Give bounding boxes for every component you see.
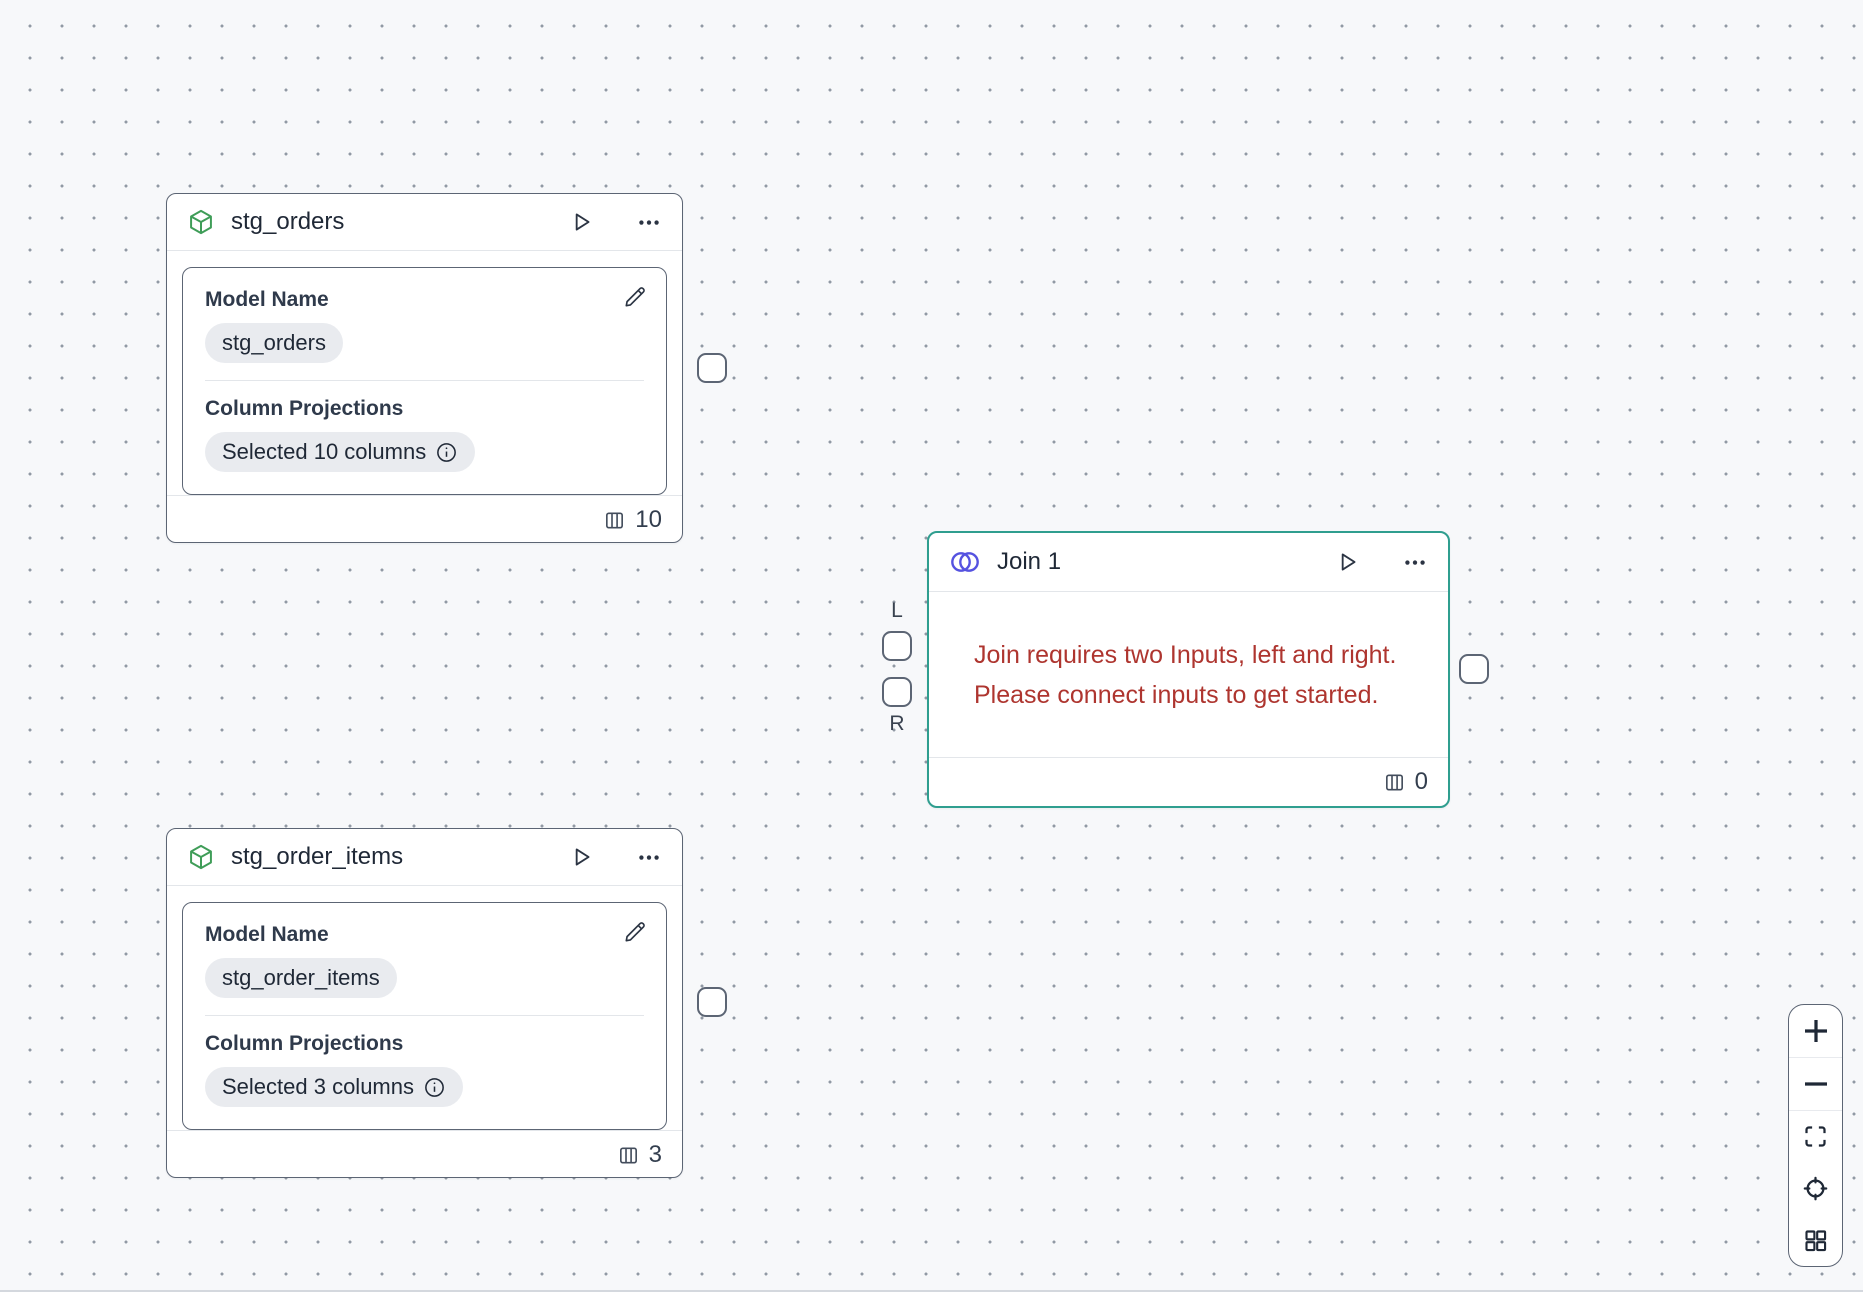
join-left-input-port[interactable] xyxy=(882,631,912,661)
column-projections-label: Column Projections xyxy=(205,1032,404,1055)
fit-view-button[interactable] xyxy=(1789,1109,1842,1163)
node-more-button[interactable] xyxy=(1402,549,1428,575)
column-projections-chip[interactable]: Selected 10 columns xyxy=(205,432,476,472)
join-right-input-port[interactable] xyxy=(882,677,912,707)
columns-icon xyxy=(1383,771,1406,794)
node-header: stg_orders xyxy=(167,194,682,251)
join-error-line1: Join requires two Inputs, left and right… xyxy=(974,640,1397,669)
model-cube-icon xyxy=(187,208,215,236)
model-name-chip: stg_orders xyxy=(205,323,343,363)
model-name-value: stg_orders xyxy=(222,330,326,355)
node-more-button[interactable] xyxy=(636,844,662,870)
node-header: stg_order_items xyxy=(167,829,682,886)
run-node-button[interactable] xyxy=(1334,549,1360,575)
grid-layout-button[interactable] xyxy=(1789,1214,1842,1266)
column-count: 0 xyxy=(1414,768,1428,795)
node-stg-orders[interactable]: stg_orders Model Name xyxy=(166,193,683,543)
run-node-button[interactable] xyxy=(568,844,594,870)
node-more-button[interactable] xyxy=(636,209,662,235)
join-venn-icon xyxy=(949,549,981,575)
run-node-button[interactable] xyxy=(568,209,594,235)
join-output-port[interactable] xyxy=(1459,654,1489,684)
node-config-card: Model Name stg_orders Column Projections… xyxy=(182,267,667,495)
column-count: 10 xyxy=(635,506,662,533)
join-error-body: Join requires two Inputs, left and right… xyxy=(929,592,1448,757)
node-footer: 10 xyxy=(167,495,682,544)
node-title: stg_orders xyxy=(231,208,345,235)
node-config-card: Model Name stg_order_items Column Projec… xyxy=(182,902,667,1130)
node-title: Join 1 xyxy=(997,548,1062,575)
node-footer: 3 xyxy=(167,1130,682,1179)
edit-icon[interactable] xyxy=(623,919,648,944)
model-name-chip: stg_order_items xyxy=(205,958,397,998)
node-join-1[interactable]: Join 1 Join requires two Inputs, left an… xyxy=(927,531,1450,808)
model-cube-icon xyxy=(187,843,215,871)
node-header: Join 1 xyxy=(929,533,1448,592)
zoom-in-button[interactable] xyxy=(1789,1005,1842,1057)
stg-order-items-output-port[interactable] xyxy=(697,987,727,1017)
join-right-port-label: R xyxy=(889,712,905,735)
column-projections-chip[interactable]: Selected 3 columns xyxy=(205,1067,463,1107)
join-left-port-label: L xyxy=(891,599,903,622)
columns-icon xyxy=(603,509,626,532)
canvas-controls-panel xyxy=(1788,1004,1843,1267)
model-name-label: Model Name xyxy=(205,923,329,946)
model-name-value: stg_order_items xyxy=(222,965,380,990)
edit-icon[interactable] xyxy=(623,284,648,309)
info-icon[interactable] xyxy=(435,441,458,464)
node-footer: 0 xyxy=(929,757,1448,806)
projections-value: Selected 3 columns xyxy=(222,1074,414,1099)
join-error-line2: Please connect inputs to get started. xyxy=(974,680,1379,709)
column-count: 3 xyxy=(648,1141,662,1168)
zoom-out-button[interactable] xyxy=(1789,1056,1842,1110)
info-icon[interactable] xyxy=(423,1076,446,1099)
node-title: stg_order_items xyxy=(231,843,404,870)
divider xyxy=(205,1015,644,1016)
locate-button[interactable] xyxy=(1789,1162,1842,1214)
node-stg-order-items[interactable]: stg_order_items Model Name xyxy=(166,828,683,1178)
stg-orders-output-port[interactable] xyxy=(697,353,727,383)
columns-icon xyxy=(617,1144,640,1167)
projections-value: Selected 10 columns xyxy=(222,439,427,464)
model-name-label: Model Name xyxy=(205,288,329,311)
join-error-message: Join requires two Inputs, left and right… xyxy=(974,635,1396,715)
column-projections-label: Column Projections xyxy=(205,397,404,420)
divider xyxy=(205,380,644,381)
